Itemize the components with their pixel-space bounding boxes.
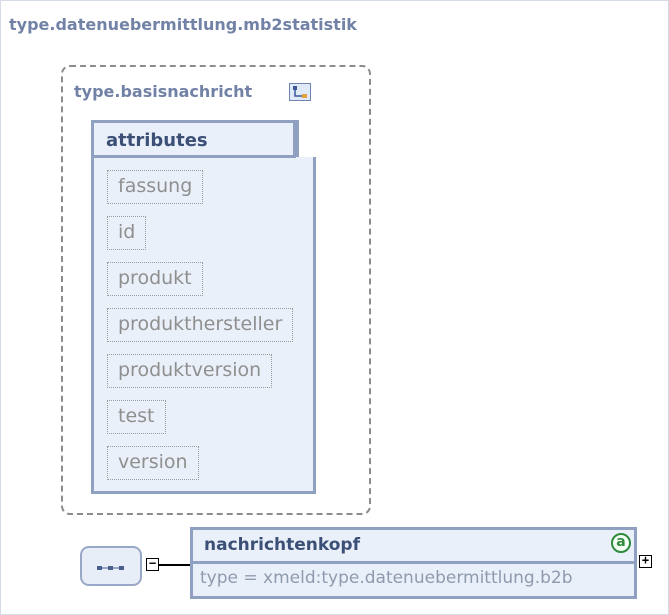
sequence-icon — [96, 564, 128, 575]
plus-icon: + — [641, 553, 650, 567]
attribute-version[interactable]: version — [107, 446, 199, 480]
collapse-button[interactable]: − — [146, 556, 159, 571]
base-type-title: type.basisnachricht — [74, 82, 253, 101]
annotation-icon[interactable]: a — [611, 533, 631, 553]
expand-button[interactable]: + — [639, 553, 652, 568]
attribute-produkthersteller[interactable]: produkthersteller — [107, 308, 294, 342]
attributes-header[interactable] — [91, 120, 296, 158]
element-separator — [190, 561, 637, 564]
element-name: nachrichtenkopf — [204, 535, 360, 555]
attribute-produktversion[interactable]: produktversion — [107, 354, 273, 388]
attributes-title: attributes — [106, 130, 208, 151]
attribute-produkt[interactable]: produkt — [107, 262, 203, 296]
attribute-id[interactable]: id — [107, 216, 147, 250]
complex-type-title: type.datenuebermittlung.mb2statistik — [9, 15, 357, 34]
minus-icon: − — [148, 556, 157, 570]
sequence-compositor[interactable] — [80, 546, 142, 586]
attribute-fassung[interactable]: fassung — [107, 170, 204, 204]
attribute-test[interactable]: test — [107, 400, 166, 434]
attributes-corner — [296, 120, 316, 157]
type-extension-icon[interactable] — [289, 83, 311, 101]
connector-line — [159, 564, 190, 566]
element-type: type = xmeld:type.datenuebermittlung.b2b — [200, 568, 573, 588]
